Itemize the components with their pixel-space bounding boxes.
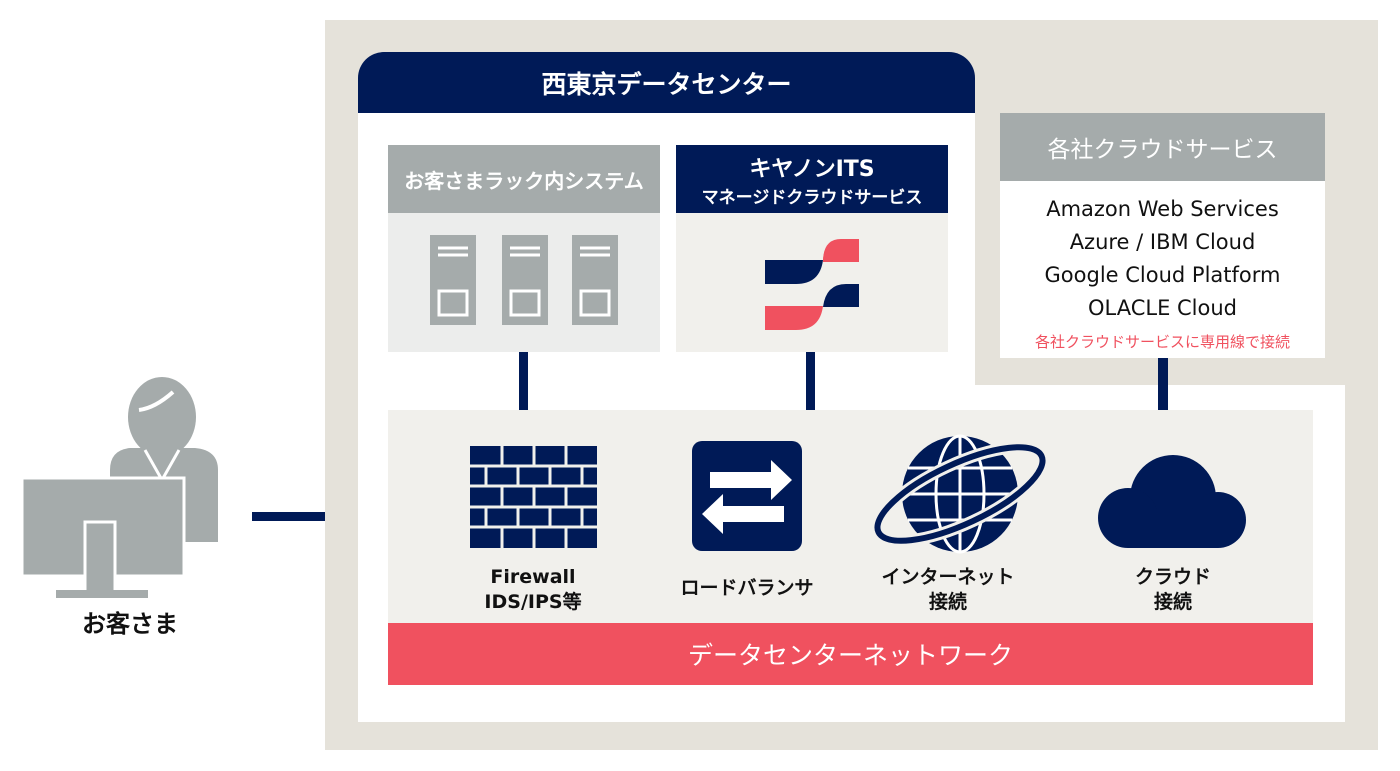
rack-body [388, 213, 660, 352]
provider-item: Amazon Web Services [1046, 197, 1279, 221]
canon-header: キヤノンITS マネージドクラウドサービス [676, 145, 948, 213]
cloud-icon [1098, 455, 1246, 548]
firewall-icon [470, 446, 597, 548]
provider-item: OLACLE Cloud [1088, 296, 1237, 320]
canon-its-logo-icon [765, 239, 859, 330]
provider-item: Google Cloud Platform [1044, 263, 1281, 287]
network-item-load-balancer: ロードバランサ [680, 577, 814, 599]
customer-label: お客さま [82, 610, 178, 638]
network-item-cloud: クラウド接続 [1134, 566, 1211, 613]
cloud-services-note: 各社クラウドサービスに専用線で接続 [1034, 333, 1290, 351]
load-balancer-icon [692, 441, 802, 551]
canon-logo-panel [676, 213, 948, 352]
globe-icon [871, 434, 1049, 554]
provider-item: Azure / IBM Cloud [1069, 230, 1256, 254]
cloud-services-header: 各社クラウドサービス [1000, 113, 1325, 181]
cloud-services-body: Amazon Web Services Azure / IBM Cloud Go… [1000, 181, 1325, 358]
network-bar: データセンターネットワーク [388, 623, 1313, 685]
rack-connector [519, 352, 528, 410]
customer-illustration [15, 370, 225, 600]
network-item-internet: インターネット接続 [881, 566, 1015, 613]
rack-header: お客さまラック内システム [388, 145, 660, 213]
datacenter-title: 西東京データセンター [358, 52, 975, 113]
cloud-connector [1158, 358, 1168, 410]
customer-connection-line [252, 512, 388, 521]
canon-connector [806, 352, 815, 410]
